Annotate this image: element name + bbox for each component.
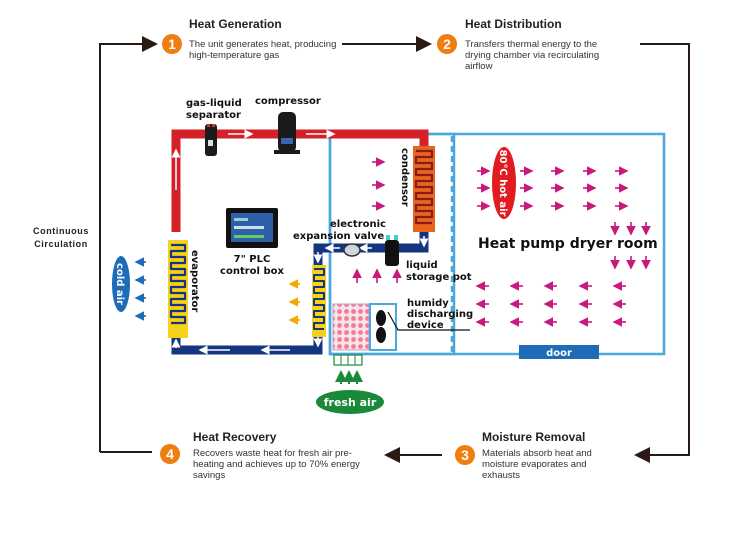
warm-air-arrows: [288, 279, 300, 325]
cold-air-label: cold air: [114, 263, 125, 305]
step-1-badge: 1: [162, 34, 182, 54]
liquid-storage-label-2: storage pot: [406, 272, 472, 283]
step-3-badge: 3: [455, 445, 475, 465]
fresh-air-arrows: [335, 370, 363, 384]
humidity-device-label-3: device: [407, 320, 444, 331]
step-4-badge: 4: [160, 444, 180, 464]
fresh-air-badge: [316, 390, 384, 414]
condensor-coil: [413, 146, 435, 232]
hot-air-flow-arrows: [477, 166, 629, 211]
cycle-label-line1: Continuous: [33, 226, 89, 236]
humidity-device-leader-line: [387, 311, 470, 331]
plc-label-2: control box: [220, 266, 284, 277]
step-2-title: Heat Distribution: [465, 17, 562, 31]
plc-control-box-icon: [226, 208, 278, 248]
step-2-description: Transfers thermal energy to the drying c…: [465, 39, 600, 72]
humidity-device-label-1: humidy: [407, 298, 449, 309]
door: [519, 345, 599, 359]
heat-exchanger-panel: [332, 303, 370, 351]
continuous-circulation-label: Continuous Circulation: [22, 225, 100, 251]
step-1-description: The unit generates heat, producing high-…: [189, 39, 337, 61]
downflow-arrows: [610, 222, 651, 270]
door-label: door: [546, 348, 572, 359]
heat-recovery-coil: [312, 265, 326, 337]
fresh-air-intake-grille: [333, 354, 363, 366]
connector-2-to-3: [634, 43, 690, 463]
evaporator-label: evaporator: [189, 250, 200, 312]
gas-liquid-separator-label-1: gas-liquid: [186, 98, 242, 109]
expansion-valve-icon: [343, 243, 361, 257]
cycle-label-line2: Circulation: [34, 239, 88, 249]
step-3-description: Materials absorb heat and moisture evapo…: [482, 448, 592, 481]
step-4-title: Heat Recovery: [193, 430, 277, 444]
return-air-arrows: [475, 281, 626, 327]
expansion-valve-label-2: expansion valve: [293, 231, 384, 242]
step-4-description: Recovers waste heat for fresh air pre-he…: [193, 448, 360, 481]
gas-liquid-separator-label-2: separator: [186, 110, 241, 121]
compressor-label: compressor: [255, 96, 321, 107]
humidity-device-label-2: discharging: [407, 309, 473, 320]
cold-air-badge: [112, 256, 130, 312]
compressor-icon: [274, 112, 300, 154]
liquid-storage-label-1: liquid: [406, 260, 438, 271]
step-3-title: Moisture Removal: [482, 430, 586, 444]
hot-air-badge: [492, 147, 516, 219]
connector-4-to-1: [99, 36, 158, 452]
condensor-label: condensor: [399, 148, 410, 207]
gas-liquid-separator-icon: [205, 124, 217, 156]
step-2-badge: 2: [437, 34, 457, 54]
humidity-discharge-fan-icon: [376, 310, 386, 343]
dryer-room-title: Heat pump dryer room: [478, 236, 658, 252]
cold-air-arrows: [134, 257, 146, 321]
liquid-storage-pot-icon: [385, 235, 399, 266]
evaporator-coil: [168, 240, 188, 338]
fresh-air-label: fresh air: [324, 396, 377, 409]
plc-label-1: 7" PLC: [234, 254, 271, 265]
expansion-valve-label-1: electronic: [330, 219, 386, 230]
step-1-title: Heat Generation: [189, 17, 282, 31]
hot-air-label: 80℃ hot air: [497, 150, 508, 217]
condensor-intake-arrows: [352, 157, 402, 283]
